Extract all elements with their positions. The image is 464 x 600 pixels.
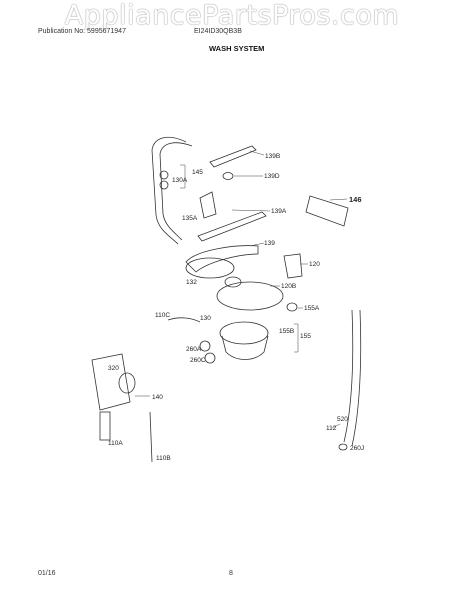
label-260a: 260A (186, 346, 202, 353)
label-139a: 139A (271, 208, 287, 215)
label-320: 320 (108, 365, 119, 372)
footer-date: 01/16 (38, 570, 56, 577)
hose-110c[interactable] (167, 317, 201, 323)
part-110a[interactable] (99, 411, 111, 441)
model-number: EI24ID30QB3B (194, 28, 242, 35)
label-139: 139 (264, 240, 275, 247)
label-260c: 260C (190, 357, 206, 364)
label-110a: 110A (108, 440, 123, 447)
spray-arm-139a[interactable] (197, 211, 267, 242)
spray-arm-139b[interactable] (209, 145, 257, 168)
watermark: AppliancePartsPros.com (64, 0, 400, 31)
page-number: 8 (229, 570, 233, 577)
upper-supply-tube[interactable] (151, 136, 187, 245)
clamp-260c[interactable] (204, 352, 216, 364)
label-120: 120 (309, 261, 320, 268)
label-139b: 139B (265, 153, 280, 160)
label-155b: 155B (279, 328, 294, 335)
sump-140[interactable] (91, 353, 131, 411)
filter-120[interactable] (283, 253, 303, 279)
part-132[interactable] (224, 276, 242, 288)
part-130a[interactable] (159, 170, 169, 180)
label-130a: 130A (172, 177, 188, 184)
clamp-260j[interactable] (338, 443, 348, 451)
pump-130[interactable] (219, 321, 269, 345)
label-145: 145 (192, 169, 203, 176)
part-320[interactable] (118, 372, 136, 394)
label-155: 155 (300, 333, 311, 340)
publication-number: Publication No: 5995671947 (38, 28, 126, 35)
label-110c: 110C (155, 312, 170, 319)
label-520: 520 (337, 416, 348, 423)
label-260j: 260J (350, 445, 364, 452)
label-132: 132 (186, 279, 197, 286)
clamp-260a[interactable] (199, 340, 211, 352)
label-110b: 110B (156, 455, 171, 462)
drain-hose[interactable] (343, 309, 354, 443)
label-139d: 139D (264, 173, 280, 180)
filter-120b[interactable] (216, 281, 284, 311)
label-112: 112 (326, 425, 337, 432)
bracket-135a[interactable] (199, 191, 217, 219)
part-155a[interactable] (286, 302, 298, 312)
lower-spray-arm[interactable] (185, 245, 259, 273)
label-130: 130 (200, 315, 211, 322)
label-120b: 120B (281, 283, 296, 290)
feed-146[interactable] (305, 195, 349, 227)
label-155a: 155A (304, 305, 320, 312)
nut-139d[interactable] (222, 172, 234, 180)
page-title: WASH SYSTEM (209, 44, 265, 53)
label-146: 146 (349, 195, 362, 204)
label-140: 140 (152, 394, 163, 401)
hose-110b[interactable] (149, 411, 153, 463)
label-135a: 135A (182, 215, 198, 222)
